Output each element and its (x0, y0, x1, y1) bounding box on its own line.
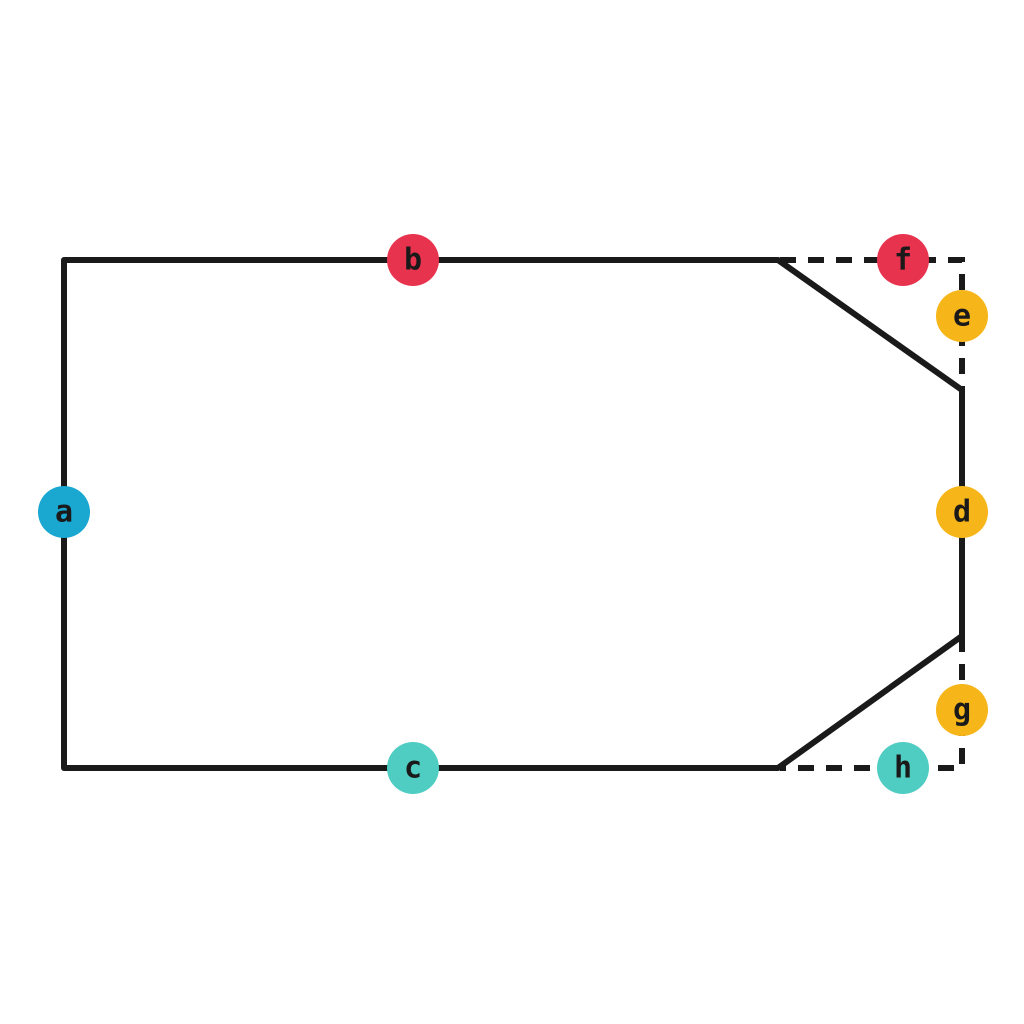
marker-d: d (936, 486, 988, 538)
marker-d-label: d (953, 495, 971, 530)
marker-c: c (387, 742, 439, 794)
marker-h-circle (877, 742, 929, 794)
marker-a: a (38, 486, 90, 538)
marker-a-label: a (55, 495, 73, 530)
marker-e: e (936, 290, 988, 342)
marker-e-circle (936, 290, 988, 342)
marker-c-circle (387, 742, 439, 794)
marker-g-label: g (953, 693, 971, 728)
marker-f-label: f (894, 243, 912, 278)
marker-f-circle (877, 234, 929, 286)
marker-h: h (877, 742, 929, 794)
shape-outline (61, 257, 965, 771)
marker-f: f (877, 234, 929, 286)
marker-d-circle (936, 486, 988, 538)
marker-h-label: h (894, 751, 912, 786)
marker-b-label: b (404, 243, 422, 278)
dashed-bottom-right-corner (780, 636, 965, 771)
marker-e-label: e (953, 299, 971, 334)
marker-c-label: c (404, 751, 422, 786)
marker-b: b (387, 234, 439, 286)
dashed-top-right-corner (780, 257, 965, 390)
marker-b-circle (387, 234, 439, 286)
marker-g-circle (936, 684, 988, 736)
marker-a-circle (38, 486, 90, 538)
marker-g: g (936, 684, 988, 736)
